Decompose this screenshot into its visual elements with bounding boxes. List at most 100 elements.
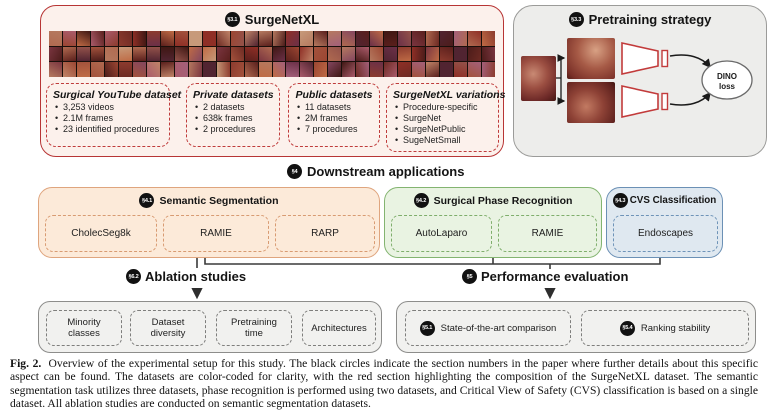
montage-tile xyxy=(244,46,258,62)
montage-tile xyxy=(244,31,258,46)
montage-tile xyxy=(230,62,244,77)
semantic-segmentation-title: Semantic Segmentation xyxy=(159,194,279,207)
dataset-stat: 2M frames xyxy=(295,113,373,124)
phase-recognition-header: §4.2 Surgical Phase Recognition xyxy=(385,193,601,208)
montage-tile xyxy=(286,31,300,46)
cvs-classification-box: §4.3 CVS Classification Endoscapes xyxy=(606,187,723,258)
endoscopic-image-crop-top xyxy=(567,38,615,79)
loss-arrow-top xyxy=(669,54,711,69)
montage-tile xyxy=(62,62,76,77)
dataset-card-youtube: Surgical YouTube dataset 3,253 videos 2.… xyxy=(46,83,181,147)
montage-tile xyxy=(62,46,76,62)
montage-tile xyxy=(342,31,356,46)
montage-tile xyxy=(314,62,328,77)
section-badge-4-1: §4.1 xyxy=(139,193,155,208)
montage-tile xyxy=(104,31,118,46)
montage-tile xyxy=(342,62,356,77)
montage-tile xyxy=(426,31,440,46)
dataset-card-list: 2 datasets 638k frames 2 procedures xyxy=(193,102,273,135)
dino-loss-node xyxy=(701,60,753,100)
surgenetxl-box: §3.1 SurgeNetXL Surgical YouTube dataset… xyxy=(40,5,506,157)
montage-tile xyxy=(314,46,328,62)
montage-tile xyxy=(356,31,370,46)
figure-caption: Fig. 2. Overview of the experimental set… xyxy=(10,357,758,411)
ablation-item-time: Pretraining time xyxy=(216,310,292,346)
montage-tile xyxy=(90,46,104,62)
montage-tile xyxy=(118,31,132,46)
phase-recognition-title: Surgical Phase Recognition xyxy=(433,194,573,207)
figure-caption-text: Overview of the experimental setup for t… xyxy=(10,357,759,411)
montage-tile xyxy=(174,62,188,77)
montage-tile xyxy=(356,62,370,77)
loss-arrow-bottom xyxy=(669,91,711,106)
section-badge-5-4: §5.4 xyxy=(619,320,635,336)
montage-tile xyxy=(160,31,174,46)
montage-tile xyxy=(468,46,482,62)
performance-item-sota: §5.1 State-of-the-art comparison xyxy=(405,310,571,346)
montage-tile xyxy=(440,62,454,77)
montage-tile xyxy=(412,62,426,77)
encoder-funnel-icon-bottom xyxy=(621,85,659,118)
montage-tile xyxy=(160,62,174,77)
dataset-chip-rarp: RARP xyxy=(275,215,375,252)
montage-tile xyxy=(272,62,286,77)
montage-tile xyxy=(49,62,62,77)
performance-bracket xyxy=(204,258,661,269)
montage-tile xyxy=(482,46,495,62)
montage-tile xyxy=(132,31,146,46)
montage-tile xyxy=(76,31,90,46)
montage-tile xyxy=(188,46,202,62)
dataset-stat: 3,253 videos xyxy=(53,102,163,113)
montage-tile xyxy=(146,46,160,62)
dataset-card-title: Private datasets xyxy=(193,89,274,101)
dataset-stat: 2 procedures xyxy=(193,124,273,135)
image-montage xyxy=(49,31,495,77)
montage-tile xyxy=(314,31,328,46)
montage-tile xyxy=(370,31,384,46)
section-badge-4: §4 xyxy=(287,164,302,179)
dataset-card-title: SurgeNetXL variations xyxy=(393,89,506,101)
montage-tile xyxy=(76,62,90,77)
branch-line xyxy=(556,58,562,101)
dataset-stat: 638k frames xyxy=(193,113,273,124)
montage-tile xyxy=(216,31,230,46)
montage-tile xyxy=(216,62,230,77)
montage-tile xyxy=(174,31,188,46)
dataset-card-public: Public datasets 11 datasets 2M frames 7 … xyxy=(288,83,380,147)
dataset-chip-cholecseg8k: CholecSeg8k xyxy=(45,215,157,252)
montage-tile xyxy=(398,46,412,62)
montage-tile xyxy=(216,46,230,62)
performance-title: Performance evaluation xyxy=(481,269,629,284)
montage-tile xyxy=(342,46,356,62)
montage-tile xyxy=(146,62,160,77)
montage-tile xyxy=(286,62,300,77)
montage-tile xyxy=(440,31,454,46)
montage-tile xyxy=(202,46,216,62)
dataset-chip-ramie-seg: RAMIE xyxy=(163,215,269,252)
dino-loss-label-line1: DINO xyxy=(717,72,737,81)
performance-item-ranking: §5.4 Ranking stability xyxy=(581,310,749,346)
dataset-stat: SurgeNet xyxy=(393,113,492,124)
dataset-stat: SugeNetSmall xyxy=(393,135,492,146)
montage-tile xyxy=(482,31,495,46)
montage-tile xyxy=(370,46,384,62)
montage-tile xyxy=(328,62,342,77)
montage-tile xyxy=(412,31,426,46)
montage-tile xyxy=(272,46,286,62)
montage-tile xyxy=(440,46,454,62)
ablation-label: §6.2 Ablation studies xyxy=(126,269,246,284)
ablation-title: Ablation studies xyxy=(145,269,247,284)
dataset-stat: 23 identified procedures xyxy=(53,124,163,135)
ablation-box: Minority classes Dataset diversity Pretr… xyxy=(38,301,382,353)
montage-tile xyxy=(258,31,272,46)
dataset-stat: 7 procedures xyxy=(295,124,373,135)
surgenetxl-title: SurgeNetXL xyxy=(244,12,320,27)
dataset-card-list: 3,253 videos 2.1M frames 23 identified p… xyxy=(53,102,163,135)
montage-tile xyxy=(132,46,146,62)
montage-tile xyxy=(384,46,398,62)
montage-tile xyxy=(454,46,468,62)
ablation-item-diversity: Dataset diversity xyxy=(130,310,206,346)
ablation-item-architectures: Architectures xyxy=(302,310,376,346)
montage-tile xyxy=(300,62,314,77)
